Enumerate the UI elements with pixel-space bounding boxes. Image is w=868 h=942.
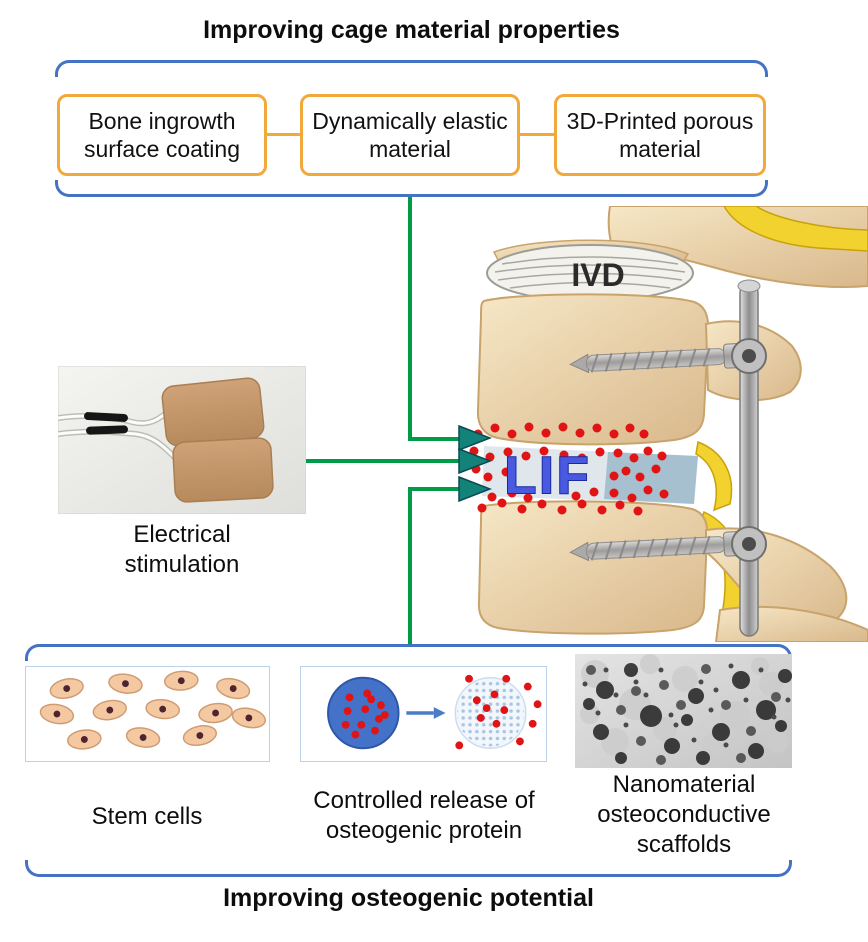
box-connector-line bbox=[267, 133, 300, 136]
cage-box-elastic: Dynamically elastic material bbox=[300, 94, 520, 176]
bottom-right-bone bbox=[714, 605, 868, 642]
top-bracket-upper bbox=[55, 60, 768, 77]
scaffold-pores-medium bbox=[586, 664, 781, 765]
fixation-rod bbox=[737, 279, 761, 637]
connector-top-vertical bbox=[408, 197, 412, 439]
controlled-release-label: Controlled release of osteogenic protein bbox=[313, 787, 535, 844]
arrowhead-right-icon bbox=[458, 448, 492, 474]
top-bracket-lower bbox=[55, 180, 768, 197]
top-section-title: Improving cage material properties bbox=[203, 16, 620, 44]
nanomaterial-scaffold-image bbox=[575, 654, 792, 768]
connector-bottom-horizontal bbox=[408, 487, 460, 491]
arrowhead-right-icon bbox=[458, 425, 492, 451]
controlled-release-image bbox=[300, 666, 547, 762]
bottom-bracket-lower bbox=[25, 860, 792, 877]
cage-box-bone-ingrowth: Bone ingrowth surface coating bbox=[57, 94, 267, 176]
connector-electrical bbox=[305, 459, 460, 463]
box-connector-line bbox=[520, 133, 554, 136]
lif-label: LIF bbox=[505, 447, 592, 505]
screw-head-upper bbox=[731, 338, 767, 374]
connector-top-horizontal bbox=[408, 437, 460, 441]
electrode-wires bbox=[58, 407, 182, 465]
nerve-root-mid-icon bbox=[695, 440, 733, 512]
electrode-photo bbox=[58, 366, 306, 514]
cage-box-3d-printed: 3D-Printed porous material bbox=[554, 94, 766, 176]
protein-carrier-releasing bbox=[454, 674, 542, 750]
pedicle-screw-upper bbox=[569, 343, 741, 374]
wire-connector bbox=[84, 412, 128, 435]
bottom-section-title: Improving osteogenic potential bbox=[223, 884, 594, 912]
electrical-stimulation-label: Electrical stimulation bbox=[124, 521, 240, 578]
ivd-disc: IVD bbox=[486, 244, 694, 302]
screw-head-lower bbox=[731, 526, 767, 562]
stem-cells-image bbox=[25, 666, 270, 762]
scaffold-pores-dark bbox=[583, 663, 792, 765]
scaffold-pores-small bbox=[582, 663, 791, 748]
nerve-root-top-icon bbox=[723, 206, 868, 252]
stem-cell bbox=[39, 670, 266, 750]
connector-bottom-vertical bbox=[408, 489, 412, 647]
fusion-cage bbox=[604, 452, 698, 504]
pedicle-screw-lower bbox=[569, 531, 741, 562]
ivd-label: IVD bbox=[571, 257, 624, 293]
stem-cells-label: Stem cells bbox=[91, 803, 203, 830]
release-arrow-icon bbox=[406, 707, 446, 719]
arrowhead-right-icon bbox=[458, 476, 492, 502]
electrode-pads bbox=[161, 377, 274, 503]
spine-illustration: IVD bbox=[469, 206, 868, 642]
bottom-bracket-upper bbox=[25, 644, 792, 661]
protein-carrier-loaded bbox=[327, 676, 400, 750]
nanomaterial-scaffold-label: Nanomaterial osteoconductive scaffolds bbox=[597, 771, 771, 858]
lower-vertebra bbox=[477, 500, 709, 635]
